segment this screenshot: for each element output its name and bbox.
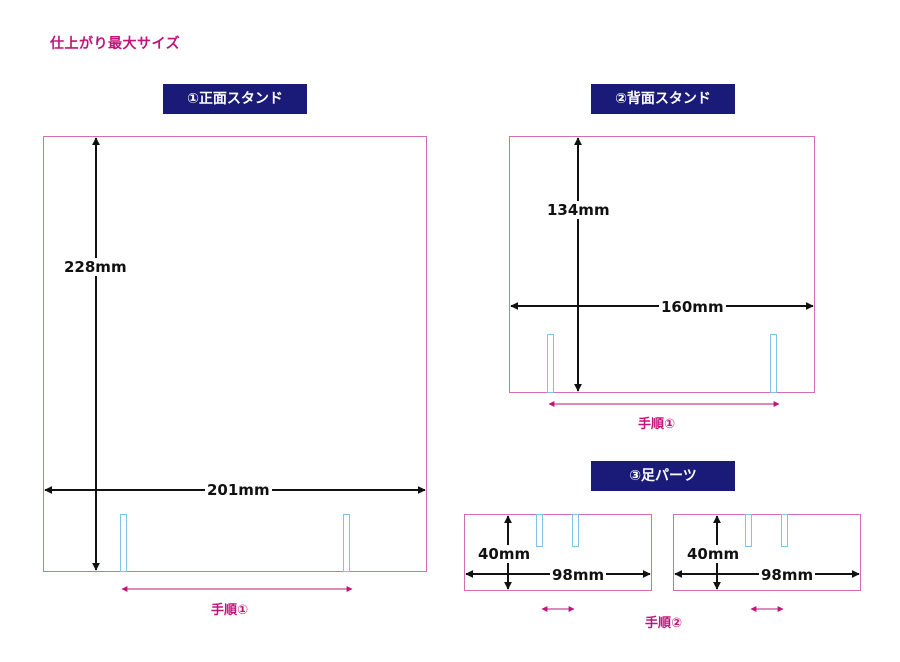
back-slot-right (770, 334, 777, 393)
foot-left-slot-2 (572, 514, 579, 547)
front-slot-right (343, 514, 350, 572)
back-width-label: 160mm (659, 298, 726, 316)
back-height-label: 134mm (545, 201, 612, 219)
foot-right-slot-1 (745, 514, 752, 547)
back-stand-panel (509, 136, 815, 393)
back-stand-label: ②背面スタンド (591, 84, 735, 114)
front-slot-left (120, 514, 127, 572)
foot-right-slot-2 (781, 514, 788, 547)
front-stand-label: ①正面スタンド (163, 84, 307, 114)
foot-left-slot-1 (536, 514, 543, 547)
feet-step-label: 手順② (645, 616, 683, 631)
foot-right-width-label: 98mm (759, 566, 816, 584)
foot-parts-label: ③足パーツ (591, 461, 735, 491)
foot-part-right-panel (673, 514, 861, 591)
front-height-label: 228mm (62, 258, 129, 276)
page-title: 仕上がり最大サイズ (50, 36, 181, 52)
foot-left-height-label: 40mm (476, 545, 533, 563)
back-step-label: 手順① (638, 417, 676, 432)
front-step-label: 手順① (211, 603, 249, 618)
foot-left-width-label: 98mm (550, 566, 607, 584)
front-width-label: 201mm (205, 481, 272, 499)
back-slot-left (547, 334, 554, 393)
foot-right-height-label: 40mm (685, 545, 742, 563)
front-stand-panel (43, 136, 427, 572)
foot-part-left-panel (464, 514, 652, 591)
